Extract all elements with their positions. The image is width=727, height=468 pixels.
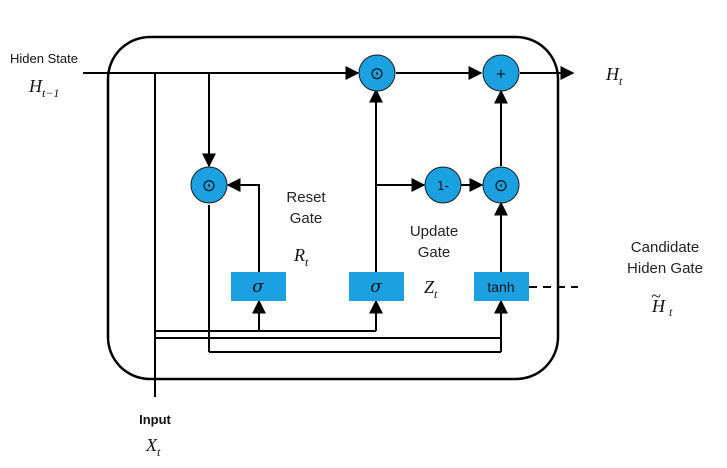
hidden-state-label: Hiden State [10,51,78,66]
reset-sigma-label: σ [252,277,264,297]
reset-gate-label-1: Reset [286,189,326,206]
tanh-label: tanh [487,279,514,295]
reset-mult-symbol: ⊙ [202,176,216,196]
candidate-label-1: Candidate [631,239,699,256]
update-sigma-label: σ [370,277,382,297]
h-cand-subscript: t [669,305,673,319]
tanh-box [474,272,529,301]
r-subscript: t [305,255,309,269]
top-mult-symbol: ⊙ [370,64,384,84]
h-prev-subscript: t−1 [42,86,59,100]
op-node-reset-mult: ⊙ [190,166,228,204]
one-minus-symbol: 1- [437,179,449,193]
op-node-top-mult: ⊙ [358,54,396,92]
add-symbol: + [496,67,507,82]
h-cand-tilde: ~ [651,286,661,306]
reset-mult-circle [190,166,228,204]
add-circle [482,54,520,92]
h-prev-symbol: Ht−1 [28,76,59,100]
wire-reset-sigma-out [226,178,260,272]
gate-update-sigma: σ [349,272,404,301]
op-node-add: + [482,54,520,92]
mid-mult-circle [482,166,520,204]
h-out-symbol: Ht [605,64,623,88]
cell-boundary [106,35,560,381]
update-gate-label-1: Update [410,223,458,240]
h-out-base: H [605,64,620,84]
h-cand-base: H [651,296,666,316]
candidate-label-2: Hiden Gate [627,260,703,277]
mid-mult-symbol: ⊙ [494,176,508,196]
z-subscript: t [434,287,438,301]
update-gate-label-2: Gate [418,244,451,261]
x-base: X [145,435,158,455]
h-prev-base: H [28,76,43,96]
top-mult-circle [358,54,396,92]
z-symbol: Zt [424,277,438,301]
x-subscript: t [157,445,161,459]
z-base: Z [424,277,435,297]
input-label: Input [139,412,171,427]
reset-gate-label-2: Gate [290,210,323,227]
reset-sigma-box [231,272,286,301]
update-sigma-box [349,272,404,301]
r-base: R [293,245,305,265]
gate-tanh: tanh [474,272,529,301]
r-symbol: Rt [293,245,309,269]
op-node-mid-mult: ⊙ [482,166,520,204]
gate-reset-sigma: σ [231,272,286,301]
x-symbol: Xt [145,435,161,459]
one-minus-circle [424,166,462,204]
wires [83,66,578,397]
h-out-subscript: t [619,74,623,88]
op-node-one-minus: 1- [424,166,462,204]
